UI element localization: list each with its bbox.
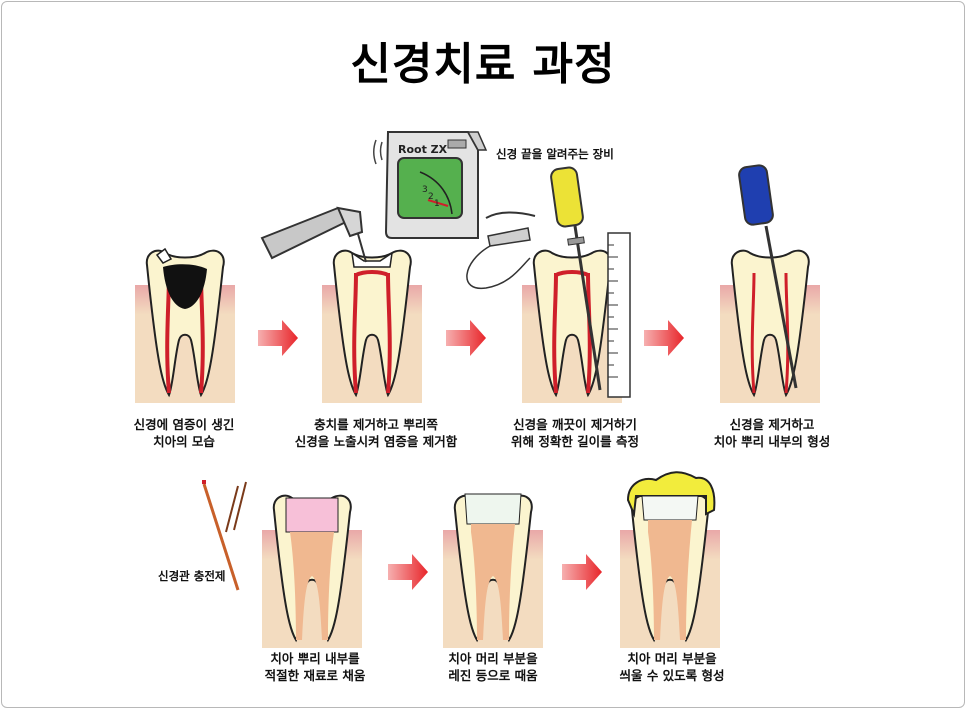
- step-2-line-2: 신경을 노출시켜 염증을 제거함: [294, 434, 458, 449]
- step-4-line-2: 치아 뿌리 내부의 형성: [713, 434, 831, 449]
- step-caption-6: 치아 머리 부분을 레진 등으로 때움: [418, 650, 568, 684]
- screen-digit-1: 1: [434, 199, 440, 209]
- arrow-step-2: [446, 320, 486, 356]
- step-caption-4: 신경을 제거하고 치아 뿌리 내부의 형성: [692, 416, 852, 450]
- filler-label: 신경관 충전제: [158, 569, 225, 583]
- arrow-step-6: [562, 554, 602, 590]
- file-yellow: [550, 166, 602, 391]
- step-caption-2: 충치를 제거하고 뿌리쪽 신경을 노출시켜 염증을 제거함: [276, 416, 476, 450]
- apex-locator-device: [373, 131, 536, 239]
- tooth-shaped: [719, 249, 821, 404]
- tooth-inflamed: [134, 247, 236, 404]
- filler-points: [202, 480, 247, 591]
- step-1-line-1: 신경에 염증이 생긴: [133, 417, 235, 432]
- step-5-line-1: 치아 뿌리 내부를: [270, 651, 360, 666]
- drill-handpiece: [260, 206, 367, 263]
- screen-digit-3: 3: [422, 185, 428, 195]
- ruler: [607, 232, 631, 398]
- step-5-line-2: 적절한 재료로 채움: [264, 668, 366, 683]
- arrow-step-1: [258, 320, 298, 356]
- step-4-line-1: 신경을 제거하고: [729, 417, 815, 432]
- device-brand: Root ZX: [398, 143, 448, 156]
- step-6-line-1: 치아 머리 부분을: [448, 651, 538, 666]
- step-1-line-2: 치아의 모습: [153, 434, 215, 449]
- arrow-step-3: [644, 320, 684, 356]
- step-2-line-1: 충치를 제거하고 뿌리쪽: [314, 417, 438, 432]
- step-3-line-1: 신경을 깨끗이 제거하기: [513, 417, 637, 432]
- page-title: 신경치료 과정: [350, 39, 616, 90]
- file-blue: [738, 164, 798, 389]
- step-7-line-1: 치아 머리 부분을: [627, 651, 717, 666]
- tooth-drilled: [321, 249, 423, 404]
- step-caption-7: 치아 머리 부분을 씌울 수 있도록 형성: [592, 650, 752, 684]
- screen-digit-2: 2: [428, 192, 434, 202]
- tooth-crowned: [619, 471, 721, 649]
- arrow-step-5: [388, 554, 428, 590]
- step-6-line-2: 레진 등으로 때움: [448, 668, 538, 683]
- tooth-resin: [442, 493, 544, 649]
- step-3-line-2: 위해 정확한 길이를 측정: [510, 434, 640, 449]
- lip-clip-cable: [466, 227, 531, 289]
- step-caption-5: 치아 뿌리 내부를 적절한 재료로 채움: [240, 650, 390, 684]
- tooth-root-filled: [261, 494, 363, 649]
- step-7-line-2: 씌울 수 있도록 형성: [619, 668, 725, 683]
- step-caption-3: 신경을 깨끗이 제거하기 위해 정확한 길이를 측정: [490, 416, 660, 450]
- step-caption-1: 신경에 염증이 생긴 치아의 모습: [112, 416, 256, 450]
- device-label: 신경 끝을 알려주는 장비: [496, 147, 614, 161]
- tooth-measured: [521, 249, 623, 404]
